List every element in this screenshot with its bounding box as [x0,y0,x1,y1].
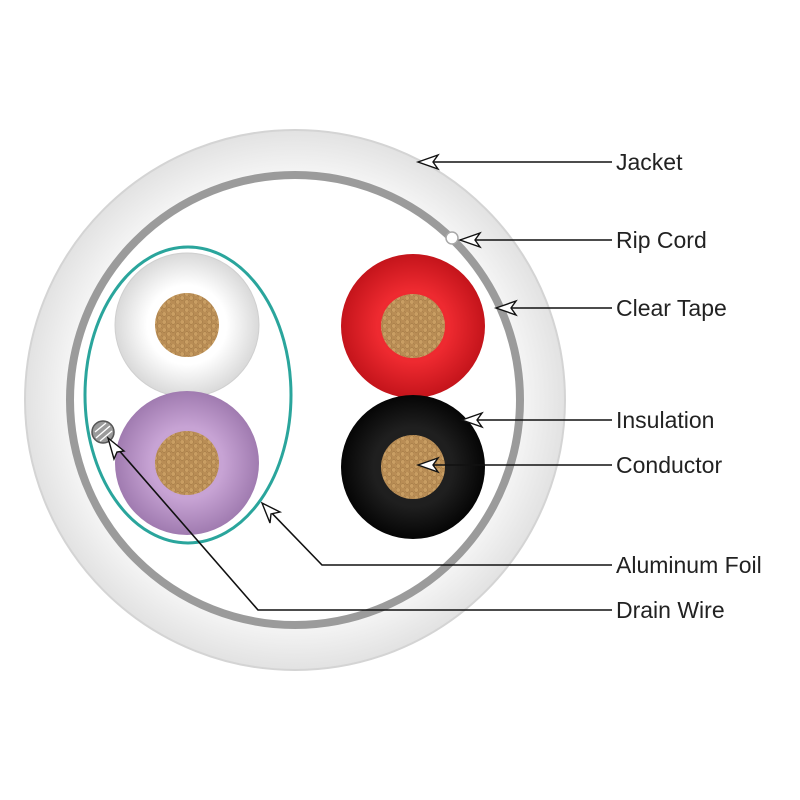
conductor-red [381,294,445,358]
rip-cord [445,231,459,245]
leader-conductor [415,456,612,474]
label-rip-cord: Rip Cord [616,227,707,253]
leader-aluminum-foil [260,501,612,566]
conductor-purple [155,431,219,495]
label-drain-wire: Drain Wire [616,597,725,623]
label-insulation: Insulation [616,407,714,433]
conductor-white [155,293,219,357]
white-wire [114,252,260,398]
conductor-black [381,435,445,499]
label-clear-tape: Clear Tape [616,295,727,321]
label-aluminum-foil: Aluminum Foil [616,552,762,578]
leader-rip-cord [457,231,612,249]
leader-clear-tape [493,299,612,317]
drain-wire [91,420,115,444]
aluminum-foil [83,245,293,545]
label-conductor: Conductor [616,452,722,478]
red-wire [341,254,485,398]
purple-wire [115,391,259,535]
leader-jacket [415,153,612,171]
leader-insulation [459,411,612,429]
leader-drain-wire [106,436,612,611]
black-wire [341,395,485,539]
label-jacket: Jacket [616,149,683,175]
